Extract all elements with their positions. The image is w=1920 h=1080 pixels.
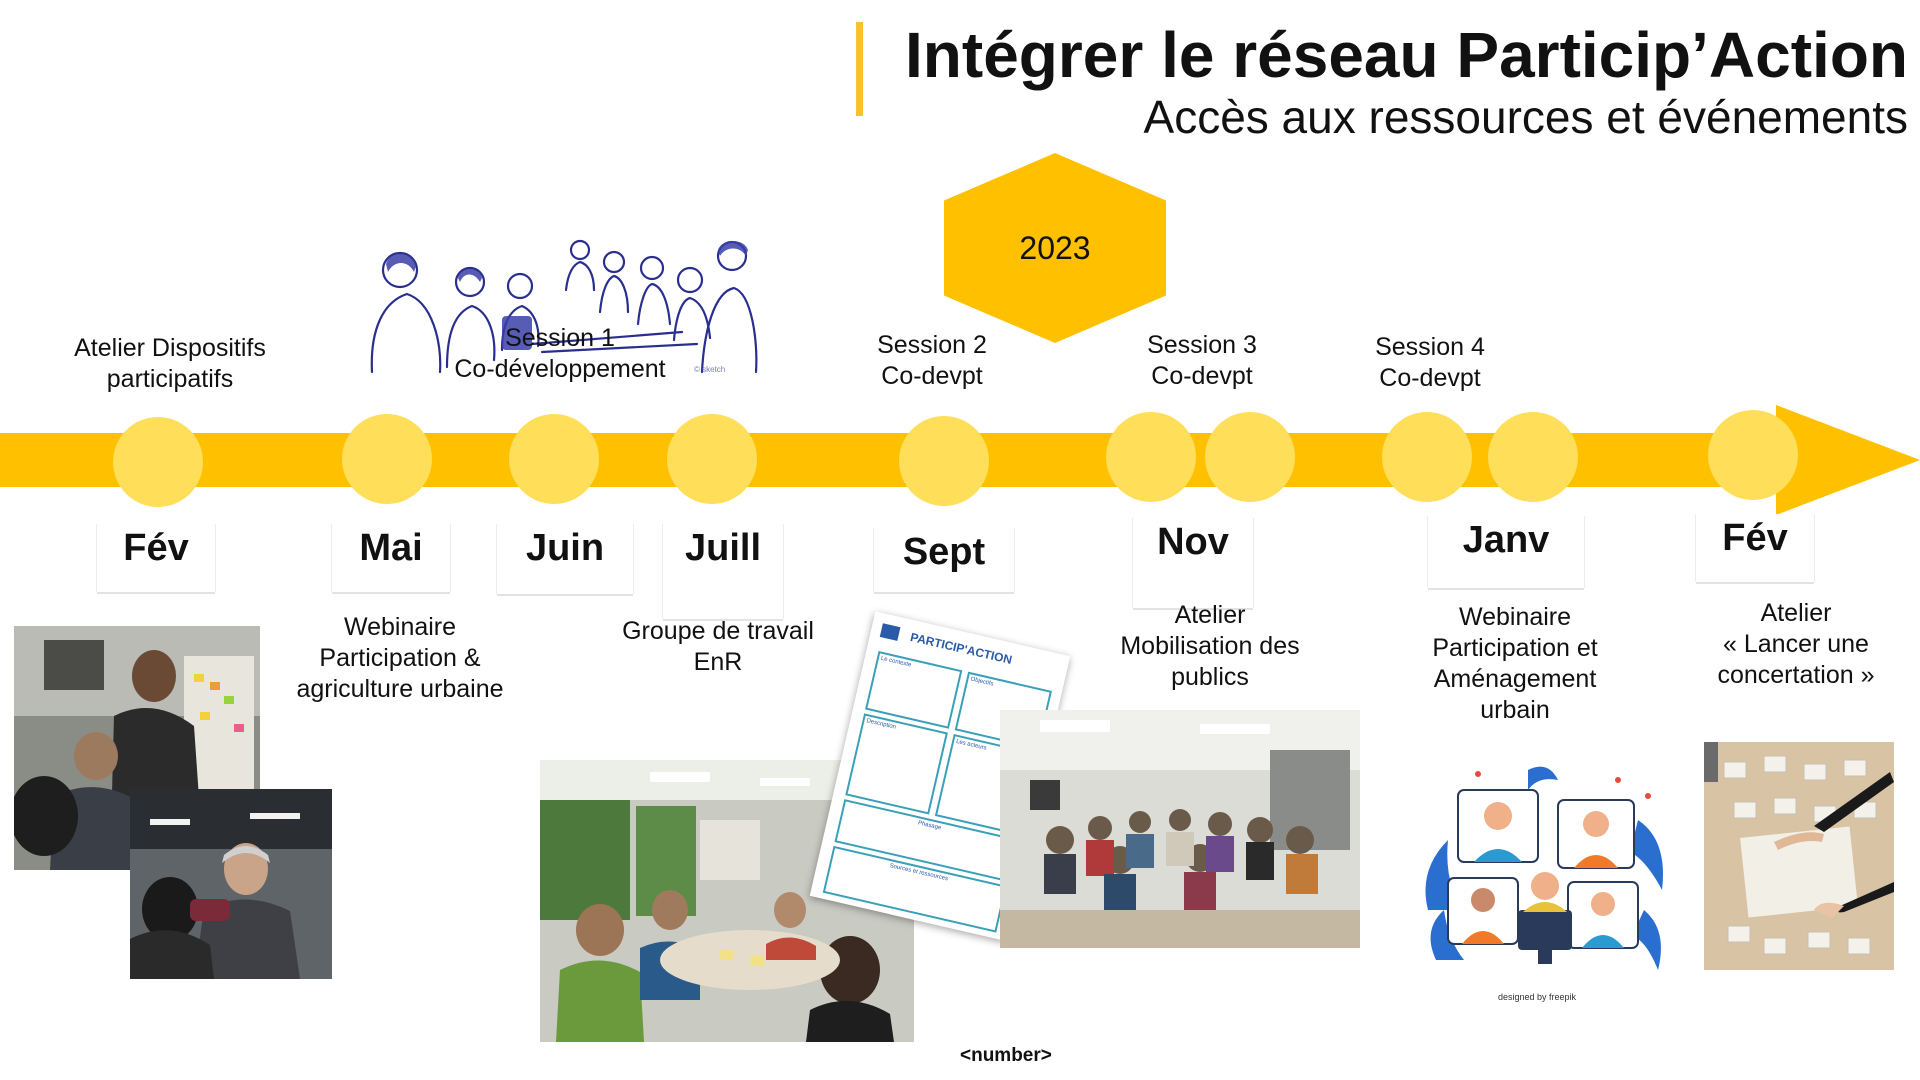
event-session-3: Session 3 Co-devpt [1147, 331, 1257, 390]
timeline-node-nov-1 [1106, 412, 1196, 502]
month-sept: Sept [874, 528, 1014, 592]
slide-subtitle: Accès aux ressources et événements [1143, 91, 1908, 143]
photo-atelier-mobilisation [1000, 710, 1360, 948]
event-atelier-concertation: Atelier « Lancer une concertation » [1717, 599, 1875, 689]
timeline-node-fev [113, 417, 203, 507]
timeline-node-juin [509, 414, 599, 504]
event-session-4: Session 4 Co-devpt [1375, 333, 1485, 392]
meeting-sketch-illustration: © sketch [370, 239, 758, 374]
month-mai: Mai [332, 524, 450, 592]
month-fev-2: Fév [1696, 514, 1814, 582]
photo-workshop-fev-2 [130, 789, 332, 979]
month-janv: Janv [1428, 516, 1584, 588]
svg-text:© sketch: © sketch [694, 365, 725, 374]
event-webinaire-agriculture: Webinaire Participation & agriculture ur… [296, 613, 504, 703]
event-session-2: Session 2 Co-devpt [877, 331, 987, 390]
title-accent-bar [856, 22, 863, 116]
year-hexagon: 2023 [944, 153, 1166, 343]
slide-number-placeholder: <number> [960, 1045, 1052, 1066]
video-conference-illustration: designed by freepik [1418, 760, 1668, 1010]
freepik-credit: designed by freepik [1498, 992, 1577, 1002]
slide-title: Intégrer le réseau Particip’Action [905, 19, 1908, 91]
event-atelier-dispositifs: Atelier Dispositifs participatifs [74, 334, 266, 393]
timeline-node-juill [667, 414, 757, 504]
timeline-node-janv-1 [1382, 412, 1472, 502]
year-label: 2023 [1019, 229, 1091, 266]
institution-logo [879, 623, 901, 641]
month-juill: Juill [663, 524, 783, 619]
event-atelier-mobilisation: Atelier Mobilisation des publics [1120, 601, 1300, 691]
event-groupe-enr: Groupe de travail EnR [622, 617, 814, 676]
timeline-node-nov-2 [1205, 412, 1295, 502]
month-nov: Nov [1133, 518, 1253, 608]
timeline-node-sept [899, 416, 989, 506]
month-fev: Fév [97, 524, 215, 592]
timeline-node-janv-2 [1488, 412, 1578, 502]
month-juin: Juin [497, 524, 633, 594]
photo-atelier-concertation [1704, 742, 1894, 970]
event-session-1: Session 1 Co-développement [454, 324, 666, 383]
event-webinaire-amenagement: Webinaire Participation et Aménagement u… [1432, 603, 1598, 724]
timeline-node-fev-2 [1708, 410, 1798, 500]
timeline-node-mai [342, 414, 432, 504]
